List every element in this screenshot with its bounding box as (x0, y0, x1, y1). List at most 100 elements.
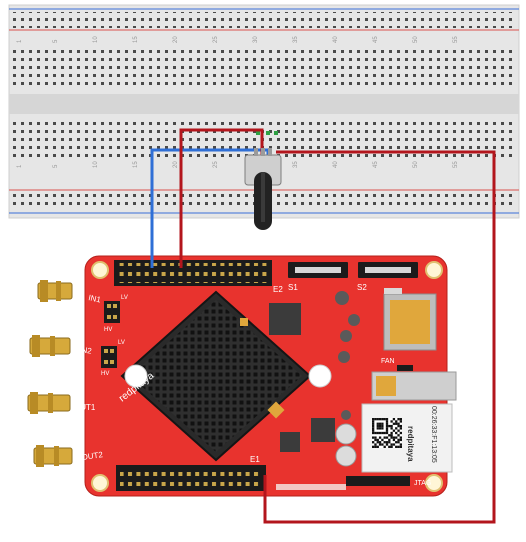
qr-module (378, 443, 382, 446)
qr-module (372, 418, 375, 421)
column-number: 55 (453, 36, 459, 43)
potentiometer-pin (261, 148, 265, 156)
qr-module (376, 431, 379, 435)
qr-module (385, 424, 389, 428)
qr-module (372, 424, 375, 428)
qr-module (399, 431, 402, 435)
label-out2: OUT2 (81, 450, 104, 462)
capacitor (335, 291, 349, 305)
fan-header (397, 365, 413, 371)
label-in1: IN1 (88, 293, 103, 305)
highlight-hole (266, 131, 270, 135)
sma-connector-in2 (29, 335, 71, 357)
potentiometer-pin (268, 148, 272, 156)
qr-module (385, 422, 389, 425)
qr-module (397, 441, 400, 444)
chip (269, 303, 301, 335)
header-e2-pins (118, 263, 268, 283)
capacitor (338, 351, 350, 363)
sma-connector-in1 (37, 280, 73, 302)
qr-module (397, 422, 400, 425)
column-number: 35 (293, 36, 299, 43)
qr-module (395, 445, 398, 448)
label-e1: E1 (250, 455, 260, 464)
qr-module (378, 431, 382, 435)
qr-module (385, 431, 389, 435)
mounting-hole (425, 474, 443, 492)
qr-module (372, 445, 375, 448)
qr-module (397, 438, 400, 442)
qr-module (381, 427, 384, 430)
qr-module (399, 418, 402, 421)
label-jtag: JTAG (414, 480, 431, 487)
redpitaya-board: E2 S1 S2 FAN redpitaya 00:26:33:F1:13:05 (27, 255, 457, 497)
qr-module (392, 418, 396, 421)
capacitor-large (335, 423, 357, 445)
label-lv-1: LV (121, 295, 128, 301)
qr-module (392, 422, 396, 425)
sma-connector-out1 (27, 392, 71, 414)
qr-module (381, 424, 384, 428)
qr-module (378, 436, 382, 439)
qr-module (383, 436, 386, 439)
column-number: 40 (333, 36, 339, 43)
column-number: 1 (17, 39, 23, 43)
qr-module (381, 438, 384, 442)
qr-module (374, 438, 377, 442)
qr-module (385, 427, 389, 430)
qr-module (388, 434, 391, 437)
column-number: 55 (453, 161, 459, 168)
qr-module (397, 434, 400, 437)
qr-module (376, 441, 379, 444)
qr-module (395, 431, 398, 435)
qr-module (388, 441, 391, 444)
qr-module (395, 436, 398, 439)
center-channel (9, 94, 519, 114)
wire-red-short (179, 128, 264, 268)
qr-module (372, 422, 375, 425)
qr-module (374, 431, 377, 435)
potentiometer (244, 148, 282, 230)
qr-module (390, 434, 393, 437)
qr-module (399, 436, 402, 439)
upper-terminal-strip (12, 50, 516, 90)
top-power-rail-holes (12, 12, 516, 28)
qr-module (392, 443, 396, 446)
sticker-brand: redpitaya (406, 426, 415, 462)
qr-module (390, 424, 393, 428)
qr-module (397, 429, 400, 432)
label-hv-1: HV (104, 327, 112, 333)
jumper-pin (107, 315, 111, 319)
mounting-hole (91, 474, 109, 492)
column-number: 50 (413, 161, 419, 168)
qr-module (376, 427, 379, 430)
qr-module (376, 424, 379, 428)
qr-module (383, 445, 386, 448)
qr-module (399, 420, 402, 423)
potentiometer-knob-marker (261, 172, 265, 222)
qr-module (381, 418, 384, 421)
jumper-pin (104, 349, 108, 353)
chip-small (267, 401, 285, 419)
column-number: 40 (333, 161, 339, 168)
qr-module (390, 431, 393, 435)
chip (280, 432, 300, 452)
qr-module (388, 424, 391, 428)
capacitor (340, 330, 352, 342)
column-number: 1 (17, 164, 23, 168)
ethernet-led (376, 376, 396, 396)
column-number: 25 (213, 161, 219, 168)
sata-connector-s1-slot (295, 267, 341, 273)
qr-module (372, 436, 375, 439)
qr-module (395, 422, 398, 425)
qr-module (378, 422, 382, 425)
capacitor (341, 410, 351, 420)
heatsink-clip (308, 364, 332, 388)
qr-module (374, 445, 377, 448)
qr-module (390, 436, 393, 439)
column-number: 25 (213, 36, 219, 43)
qr-module (388, 445, 391, 448)
qr-module (383, 431, 386, 435)
qr-module (385, 441, 389, 444)
column-number: 20 (173, 36, 179, 43)
